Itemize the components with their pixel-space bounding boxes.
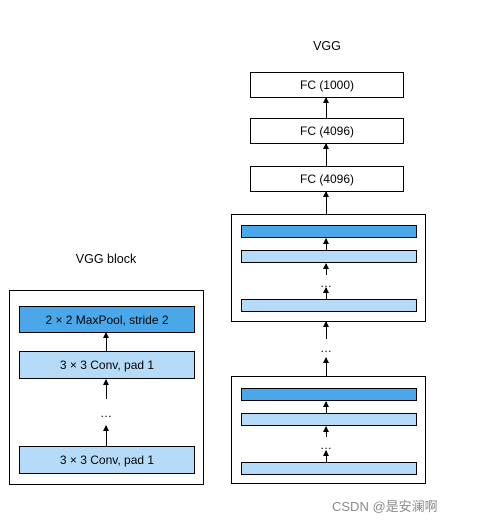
ellipsis: … <box>320 341 332 355</box>
vgg-conv-layer <box>241 250 417 263</box>
ellipsis: … <box>320 276 332 290</box>
ellipsis: … <box>100 406 112 420</box>
arrow-up <box>323 450 329 462</box>
conv-layer-bottom: 3 × 3 Conv, pad 1 <box>19 446 195 474</box>
vgg-title: VGG <box>313 39 341 53</box>
ellipsis: … <box>320 438 332 452</box>
conv-layer-top: 3 × 3 Conv, pad 1 <box>19 351 195 379</box>
conv-label-top: 3 × 3 Conv, pad 1 <box>59 358 155 372</box>
vgg-block-top: … <box>231 214 426 322</box>
arrow-up <box>323 238 329 250</box>
fc-4096-layer-2: FC (4096) <box>250 118 404 144</box>
vgg-block-title: VGG block <box>75 252 137 266</box>
arrow-up <box>103 379 109 399</box>
arrow-up <box>323 357 329 376</box>
fc-1000-layer: FC (1000) <box>250 72 404 98</box>
arrow-up <box>323 287 329 299</box>
vgg-conv-layer <box>241 299 417 312</box>
vgg-block-detail: 2 × 2 MaxPool, stride 2 3 × 3 Conv, pad … <box>9 290 204 485</box>
arrow-up <box>103 425 109 446</box>
vgg-conv-layer <box>241 462 417 475</box>
vgg-block-bottom: … <box>231 376 426 484</box>
maxpool-label: 2 × 2 MaxPool, stride 2 <box>45 312 169 327</box>
vgg-pool-layer <box>241 225 417 238</box>
arrow-up <box>323 426 329 437</box>
fc-4096-label-2: FC (4096) <box>299 124 355 138</box>
conv-label-bottom: 3 × 3 Conv, pad 1 <box>59 453 155 467</box>
vgg-pool-layer <box>241 388 417 401</box>
watermark: CSDN @是安澜啊 <box>332 499 438 514</box>
arrow-up <box>323 321 329 339</box>
fc-1000-label: FC (1000) <box>299 78 355 92</box>
arrow-up <box>323 191 329 214</box>
arrow-up <box>323 143 329 166</box>
fc-4096-label-1: FC (4096) <box>299 172 355 186</box>
arrow-up <box>103 332 109 351</box>
fc-4096-layer-1: FC (4096) <box>250 166 404 192</box>
arrow-up <box>323 263 329 275</box>
arrow-up <box>323 401 329 413</box>
vgg-conv-layer <box>241 413 417 426</box>
arrow-up <box>323 97 329 118</box>
maxpool-layer: 2 × 2 MaxPool, stride 2 <box>19 306 195 333</box>
